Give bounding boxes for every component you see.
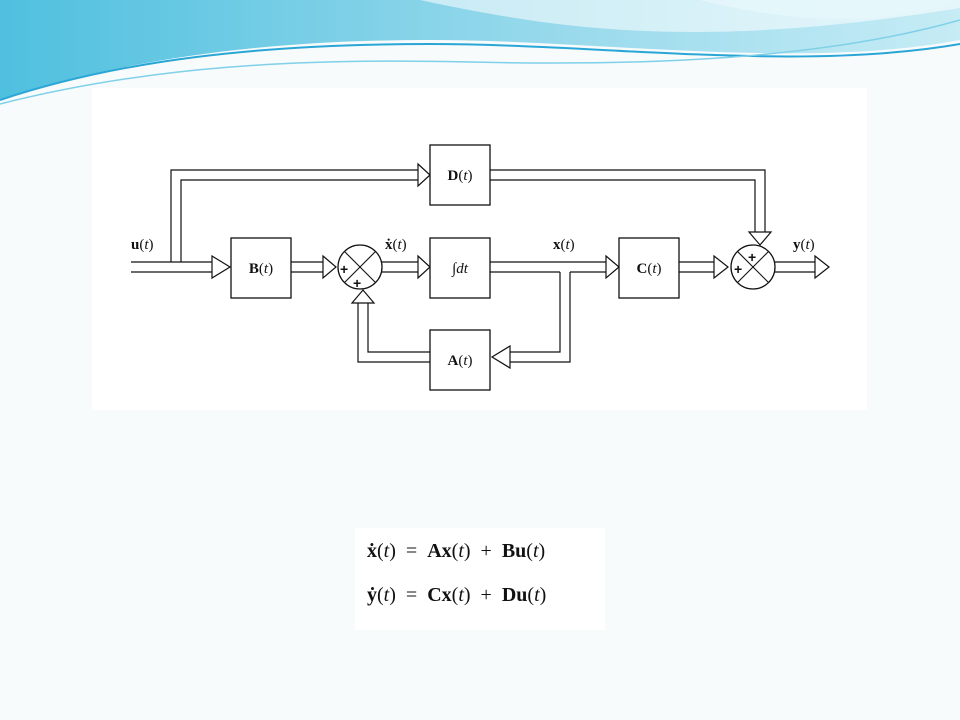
signal-u-label: u(t) [131, 237, 154, 253]
summing-junction-1 [337, 244, 383, 290]
block-integrator [429, 237, 491, 299]
header-wave-decoration [0, 0, 960, 105]
state-equations-panel: ẋ(t) = Ax(t) + Bu(t) ẏ(t) = Cx(t) + Du(t… [355, 528, 605, 630]
block-b [230, 237, 292, 299]
sum1-bottom-sign: + [353, 275, 361, 291]
output-equation: ẏ(t) = Cx(t) + Du(t) [367, 584, 547, 606]
signal-y-label: y(t) [793, 237, 815, 253]
sum2-top-sign: + [748, 249, 756, 265]
block-a [429, 329, 491, 391]
block-c [618, 237, 680, 299]
block-c-label: C(t) [636, 261, 661, 277]
sum2-left-sign: + [734, 261, 742, 277]
block-b-label: B(t) [249, 261, 273, 277]
state-space-block-diagram: + + + + B(t) ∫dt C(t) D(t) A(t) u(t) ẋ(t… [131, 144, 830, 391]
signal-xdot-label: ẋ(t) [385, 237, 407, 253]
sum1-left-sign: + [340, 261, 348, 277]
summing-junction-2 [730, 244, 776, 290]
block-d [429, 144, 491, 206]
state-equation: ẋ(t) = Ax(t) + Bu(t) [367, 540, 546, 562]
block-d-label: D(t) [447, 168, 472, 184]
block-a-label: A(t) [447, 353, 472, 369]
signal-x-label: x(t) [553, 237, 575, 253]
block-diagram-panel: + + + + B(t) ∫dt C(t) D(t) A(t) u(t) ẋ(t… [92, 88, 867, 410]
block-integrator-label: ∫dt [451, 261, 469, 277]
